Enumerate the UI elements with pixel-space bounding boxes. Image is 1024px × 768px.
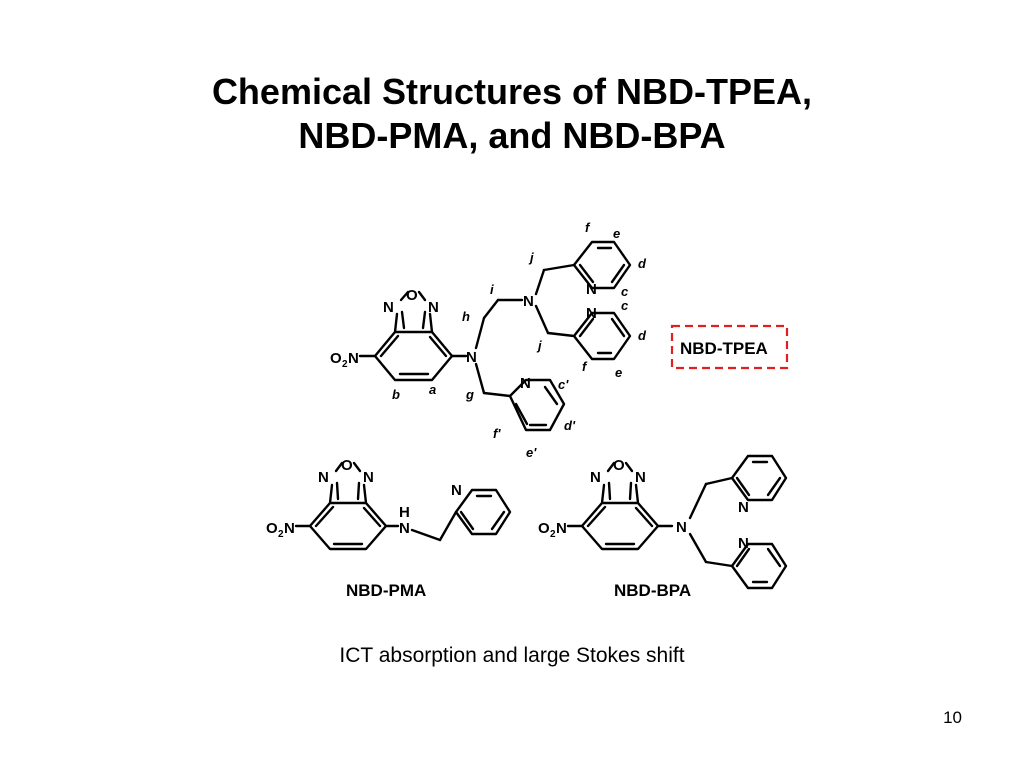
label-c-mid: c (621, 298, 629, 313)
tertiary-n: N (523, 293, 534, 310)
label-c-top: c (621, 284, 629, 299)
title-line-1: Chemical Structures of NBD-TPEA, (211, 71, 813, 112)
label-f-top: f (585, 220, 591, 235)
nitro-n: N (348, 350, 359, 367)
nitro-n: N (556, 520, 567, 537)
atom-n: N (318, 469, 329, 486)
label-g: g (465, 387, 474, 402)
label-a: a (429, 382, 436, 397)
bpa-atom-labels: O N N O 2 N N N N (538, 457, 749, 552)
amine-h: H (399, 504, 410, 521)
nbd-pma-structure (294, 461, 512, 551)
highlight-box (670, 324, 789, 370)
label-d-prime: d' (564, 418, 576, 433)
atom-n: N (635, 469, 646, 486)
label-e-top: e (613, 226, 620, 241)
atom-o: O (613, 457, 625, 474)
title-line-2: NBD-PMA, and NBD-BPA (298, 115, 726, 156)
caption: ICT absorption and large Stokes shift (339, 644, 685, 667)
amine-n: N (399, 520, 410, 537)
label-j-mid: j (536, 338, 542, 353)
compound-name-pma: NBD-PMA (346, 581, 426, 600)
nitro-subscript: 2 (342, 359, 348, 370)
atom-o: O (341, 457, 353, 474)
pyridine-n: N (586, 281, 597, 298)
atom-n: N (428, 299, 439, 316)
tpea-atom-labels: O N N O 2 N N N N N N (330, 281, 597, 392)
tpea-position-labels: a b g h i j j f e d c c d e f c' d' e' f… (392, 220, 647, 460)
slide-title: Chemical Structures of NBD-TPEA, NBD-PMA… (0, 70, 1024, 158)
pyridine-n: N (738, 535, 749, 552)
nitro-n: N (284, 520, 295, 537)
label-e-mid: e (615, 365, 622, 380)
pyridine-n: N (451, 482, 462, 499)
nitro-subscript: 2 (278, 529, 284, 540)
atom-n: N (383, 299, 394, 316)
pma-atom-labels: O N N O 2 N H N N (266, 457, 462, 540)
label-b: b (392, 387, 400, 402)
amine-n: N (466, 349, 477, 366)
atom-o: O (406, 287, 418, 304)
pyridine-n: N (520, 375, 531, 392)
nitro-subscript: 2 (550, 529, 556, 540)
label-j-top: j (528, 250, 534, 265)
nitro-o: O (266, 520, 278, 537)
page-number: 10 (943, 708, 962, 727)
nbd-bpa-structure (566, 454, 788, 590)
compound-name-bpa: NBD-BPA (614, 581, 691, 600)
nbd-tpea-structure (358, 240, 632, 432)
amine-n: N (676, 519, 687, 536)
atom-n: N (590, 469, 601, 486)
pyridine-n: N (738, 499, 749, 516)
label-f-prime: f' (493, 426, 501, 441)
label-i: i (490, 282, 494, 297)
nitro-o: O (538, 520, 550, 537)
label-c-prime: c' (558, 377, 569, 392)
label-f-mid: f (582, 359, 588, 374)
pyridine-n: N (586, 305, 597, 322)
label-d-top: d (638, 256, 647, 271)
label-h: h (462, 309, 470, 324)
label-e-prime: e' (526, 445, 537, 460)
nitro-o: O (330, 350, 342, 367)
label-d-mid: d (638, 328, 647, 343)
atom-n: N (363, 469, 374, 486)
compound-name-tpea: NBD-TPEA (680, 339, 768, 358)
